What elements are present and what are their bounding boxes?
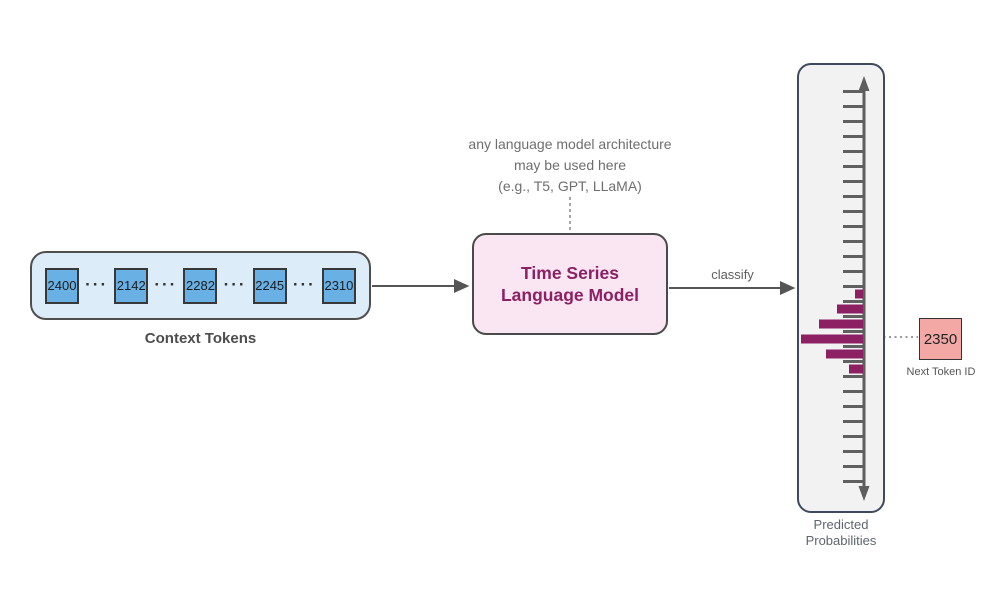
probability-histogram — [801, 76, 870, 501]
next-token-label: Next Token ID — [906, 366, 976, 378]
context-to-model-arrowhead-icon — [454, 278, 470, 294]
token-box: 2245 — [252, 267, 287, 304]
context-tokens-label: Context Tokens — [144, 330, 257, 347]
axis-down-arrowhead-icon — [858, 486, 870, 501]
axis-up-arrowhead-icon — [858, 76, 870, 91]
ellipsis-separator: ··· — [292, 275, 316, 294]
probability-bar — [837, 304, 863, 314]
annotation-line-3: (e.g., T5, GPT, LLaMA) — [498, 178, 642, 194]
predicted-probabilities-panel — [797, 63, 885, 513]
probability-bars — [801, 289, 863, 374]
model-title-line-2: Language Model — [500, 285, 640, 305]
token-box: 2142 — [114, 267, 149, 304]
panel-label-line-2: Probabilities — [805, 533, 877, 548]
token-box: 2282 — [183, 267, 218, 304]
probability-bar — [849, 364, 863, 374]
time-series-language-model-box: Time Series Language Model — [472, 233, 668, 335]
classify-label: classify — [711, 267, 754, 282]
ellipsis-separator: ··· — [85, 275, 109, 294]
annotation-line-1: any language model architecture — [468, 136, 672, 152]
probability-bar — [826, 349, 863, 359]
probability-bar-highlight — [801, 334, 863, 344]
model-title-line-1: Time Series — [521, 263, 619, 283]
token-box: 2400 — [45, 267, 79, 304]
predicted-probabilities-label: Predicted Probabilities — [791, 517, 891, 549]
next-token-box: 2350 — [919, 318, 962, 360]
panel-label-line-1: Predicted — [813, 517, 869, 532]
ellipsis-separator: ··· — [154, 275, 178, 294]
token-box: 2310 — [321, 267, 356, 304]
ellipsis-separator: ··· — [223, 275, 247, 294]
model-to-output-arrowhead-icon — [780, 280, 796, 296]
model-title: Time Series Language Model — [501, 262, 639, 306]
probability-bar — [819, 319, 863, 329]
annotation-line-2: may be used here — [513, 157, 627, 173]
next-token-value: 2350 — [923, 330, 958, 348]
context-token-strip: 2400 ··· 2142 ··· 2282 ··· 2245 ··· 2310 — [30, 251, 371, 320]
model-annotation: any language model architecture may be u… — [420, 134, 720, 197]
axis-ticks — [843, 90, 864, 483]
probability-bar — [855, 289, 863, 299]
